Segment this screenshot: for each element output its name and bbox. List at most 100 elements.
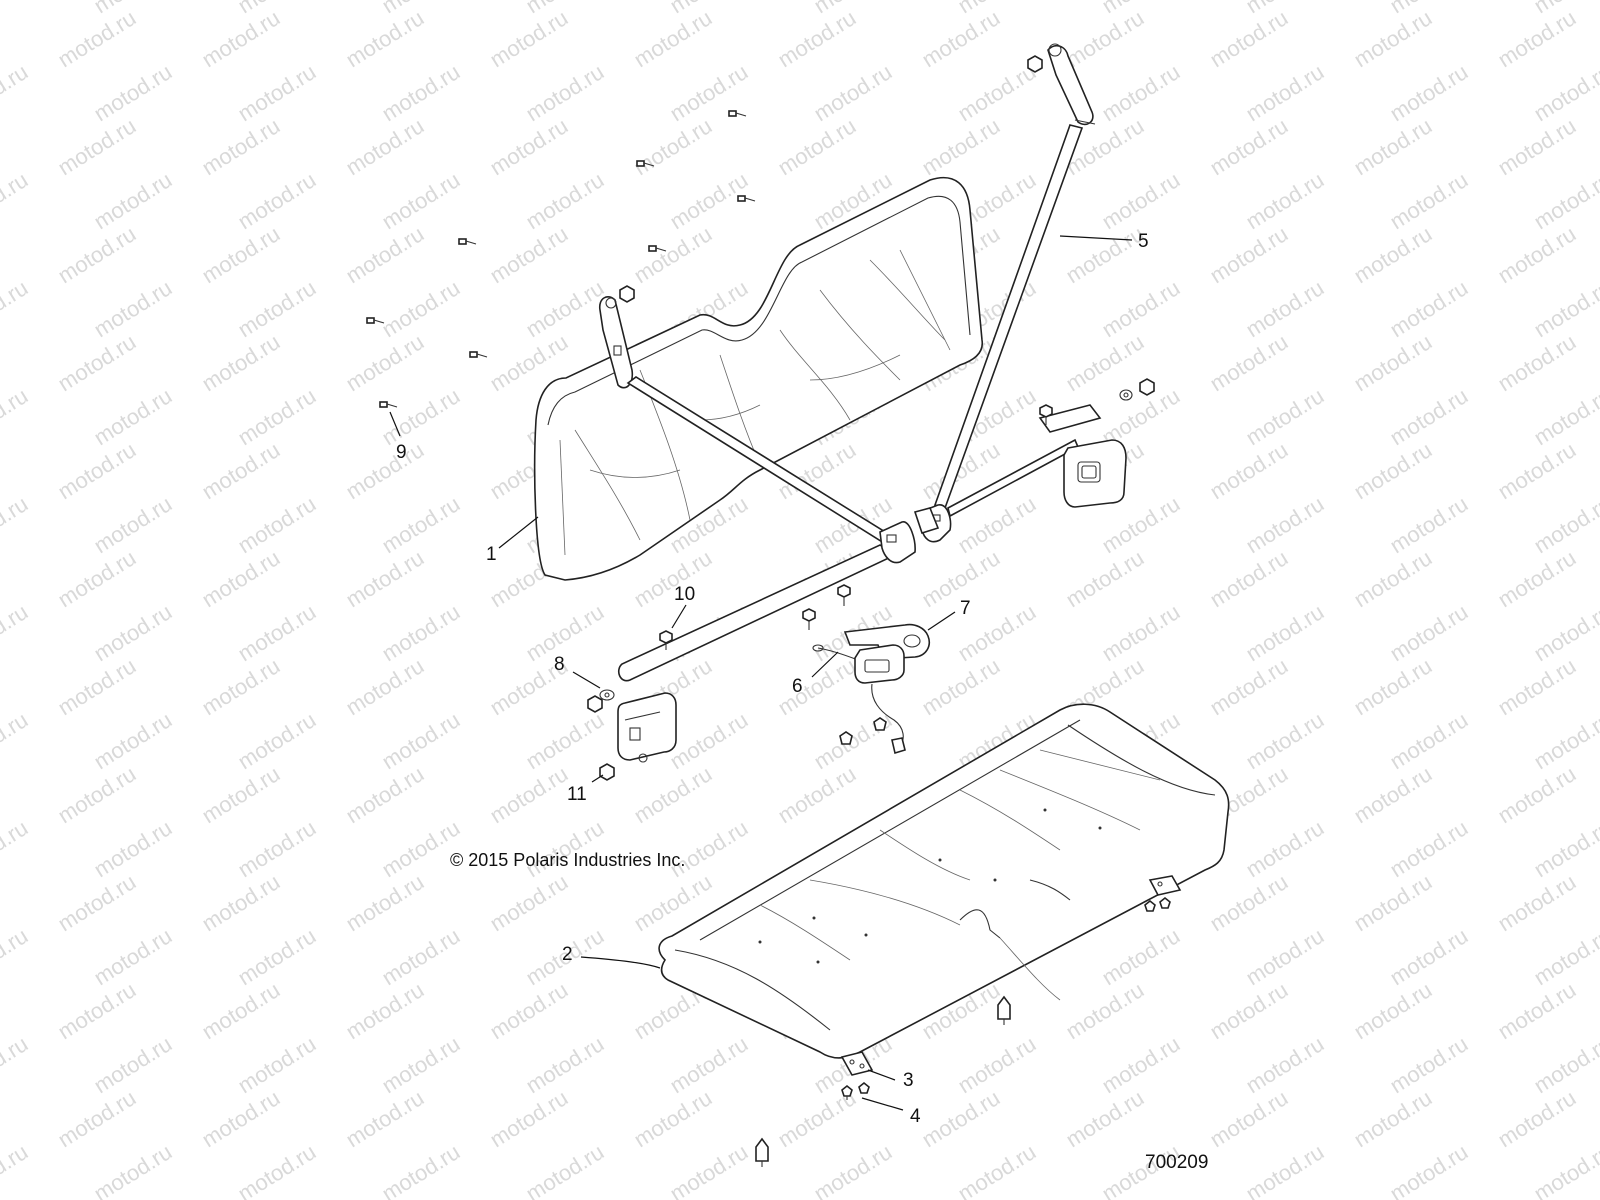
watermark-text: motod.ru	[233, 815, 320, 882]
watermark-text: motod.ru	[1529, 1139, 1600, 1200]
watermark-text: motod.ru	[917, 653, 1004, 720]
watermark-text: motod.ru	[89, 59, 176, 126]
watermark-text: motod.ru	[953, 59, 1040, 126]
watermark-text: motod.ru	[953, 1031, 1040, 1098]
bolt-icon	[659, 630, 673, 650]
bracket-3	[840, 1051, 874, 1076]
nut-icon	[1027, 55, 1043, 73]
watermark-text: motod.ru	[377, 491, 464, 558]
watermark-text: motod.ru	[233, 1031, 320, 1098]
nut-icon	[1139, 378, 1155, 396]
watermark-text: motod.ru	[1241, 59, 1328, 126]
watermark-text: motod.ru	[1349, 1085, 1436, 1152]
screw-icon	[737, 195, 756, 202]
watermark-text: motod.ru	[1385, 59, 1472, 126]
clip-icon	[839, 731, 853, 745]
watermark-text: motod.ru	[1061, 329, 1148, 396]
callout-7: 7	[960, 598, 971, 619]
watermark-text: motod.ru	[1385, 383, 1472, 450]
screw-icon	[648, 245, 667, 252]
watermark-text: motod.ru	[233, 707, 320, 774]
watermark-text: motod.ru	[521, 1139, 608, 1200]
watermark-text: motod.ru	[1241, 1139, 1328, 1200]
watermark-text: motod.ru	[1493, 977, 1580, 1044]
fastener-icon	[1159, 896, 1171, 909]
screws-9	[366, 110, 756, 408]
watermark-text: motod.ru	[89, 1031, 176, 1098]
watermark-text: motod.ru	[53, 113, 140, 180]
watermark-text: motod.ru	[197, 1085, 284, 1152]
drawing-number: 700209	[1145, 1152, 1208, 1173]
buckle-assembly-6	[812, 644, 906, 755]
watermark-text: motod.ru	[1385, 707, 1472, 774]
watermark-text: motod.ru	[485, 1085, 572, 1152]
watermark-text: motod.ru	[521, 599, 608, 666]
watermark-text: motod.ru	[53, 221, 140, 288]
watermark-text: motod.ru	[197, 869, 284, 936]
watermark-text: motod.ru	[953, 1139, 1040, 1200]
watermark-text: motod.ru	[233, 167, 320, 234]
watermark-text: motod.ru	[0, 707, 32, 774]
watermark-text: motod.ru	[0, 59, 32, 126]
watermark-text: motod.ru	[1349, 869, 1436, 936]
bolt-icon	[802, 608, 816, 630]
watermark-text: motod.ru	[197, 545, 284, 612]
screw-icon	[636, 160, 655, 167]
watermark-text: motod.ru	[377, 815, 464, 882]
watermark-text: motod.ru	[53, 5, 140, 72]
watermark-text: motod.ru	[1061, 221, 1148, 288]
watermark-text: motod.ru	[1385, 1139, 1472, 1200]
watermark-text: motod.ru	[629, 545, 716, 612]
watermark-text: motod.ru	[197, 5, 284, 72]
fastener-4	[841, 1084, 853, 1100]
watermark-text: motod.ru	[377, 59, 464, 126]
watermark-text: motod.ru	[341, 113, 428, 180]
watermark-text: motod.ru	[1385, 923, 1472, 990]
watermark-text: motod.ru	[485, 977, 572, 1044]
watermark-text: motod.ru	[629, 1085, 716, 1152]
callout-9: 9	[396, 442, 407, 463]
push-pin-icon	[997, 995, 1011, 1025]
clip-icon	[873, 717, 887, 731]
watermark-text: motod.ru	[1205, 1085, 1292, 1152]
watermark-text: motod.ru	[341, 869, 428, 936]
watermark-text: motod.ru	[773, 761, 860, 828]
watermark-text: motod.ru	[1061, 545, 1148, 612]
watermark-text: motod.ru	[341, 5, 428, 72]
callout-4: 4	[910, 1106, 921, 1127]
watermark-text: motod.ru	[1241, 815, 1328, 882]
watermark-text: motod.ru	[917, 5, 1004, 72]
watermark-text: motod.ru	[1205, 869, 1292, 936]
bolt-icon	[1039, 404, 1053, 425]
watermark-text: motod.ru	[0, 0, 32, 18]
watermark-text: motod.ru	[1061, 1085, 1148, 1152]
nut-icon	[587, 695, 603, 713]
watermark-text: motod.ru	[0, 491, 32, 558]
watermark-text: motod.ru	[197, 653, 284, 720]
watermark-text: motod.ru	[233, 59, 320, 126]
watermark-text: motod.ru	[809, 59, 896, 126]
watermark-text: motod.ru	[1241, 923, 1328, 990]
fastener-icon	[1144, 899, 1156, 912]
watermark-text: motod.ru	[1205, 545, 1292, 612]
bracket-icon	[1148, 875, 1182, 896]
screw-icon	[469, 351, 488, 358]
watermark-text: motod.ru	[485, 113, 572, 180]
watermark-text: motod.ru	[233, 1139, 320, 1200]
retractor-right	[1063, 439, 1127, 508]
watermark-text: motod.ru	[1241, 1031, 1328, 1098]
watermark-text: motod.ru	[1241, 491, 1328, 558]
watermark-text: motod.ru	[89, 923, 176, 990]
watermark-text: motod.ru	[665, 707, 752, 774]
push-pin-icon	[755, 1137, 769, 1167]
callouts: 1 2 3 4 5 6 7 8 9 10 11	[389, 231, 1149, 1127]
watermark-text: motod.ru	[1349, 329, 1436, 396]
seat-backrest	[533, 176, 984, 581]
watermark-text: motod.ru	[1349, 5, 1436, 72]
watermark-text: motod.ru	[197, 221, 284, 288]
watermark-text: motod.ru	[1349, 761, 1436, 828]
watermark-text: motod.ru	[89, 167, 176, 234]
watermark-text: motod.ru	[197, 977, 284, 1044]
watermark-text: motod.ru	[485, 761, 572, 828]
watermark-text: motod.ru	[665, 1139, 752, 1200]
